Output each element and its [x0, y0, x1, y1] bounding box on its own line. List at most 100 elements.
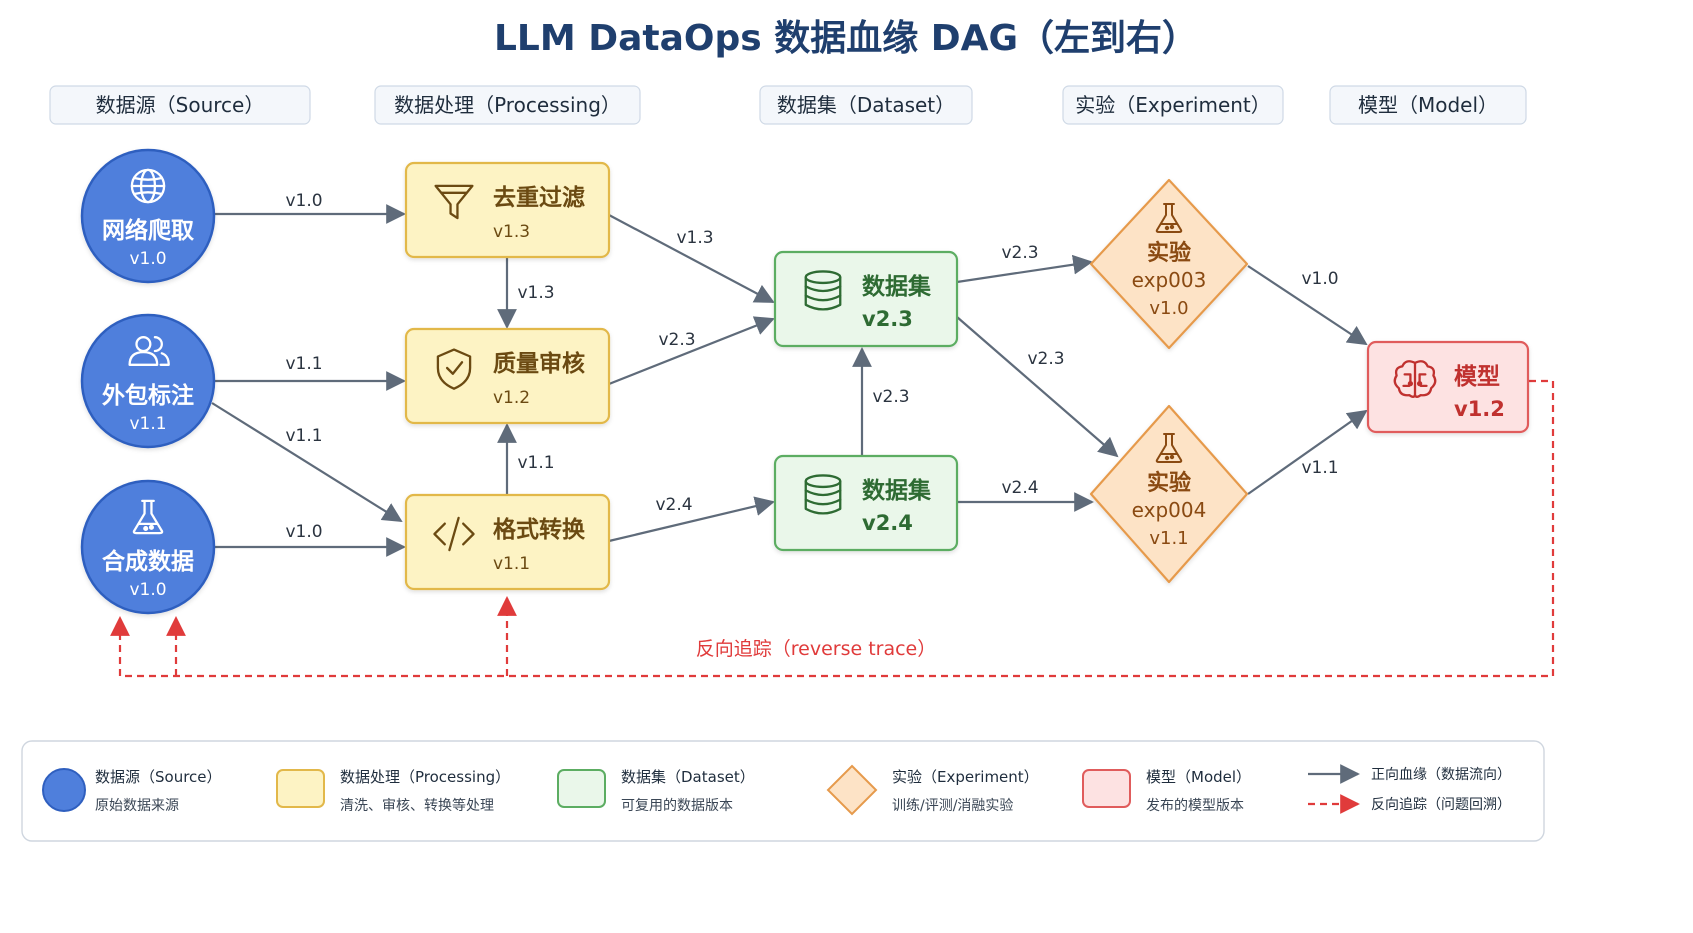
node-version: v1.1: [493, 554, 530, 574]
edge-label: v1.1: [285, 354, 322, 374]
node-version: v1.1: [129, 414, 166, 434]
code-icon: [433, 516, 475, 552]
edge-label: v2.3: [1027, 349, 1064, 369]
column-header-label: 数据集（Dataset）: [777, 93, 955, 117]
flask-icon: [132, 499, 164, 535]
edge-ds24-to-ds23: v2.3: [852, 347, 910, 455]
edge-label: v2.4: [1001, 478, 1038, 498]
legend-desc: 发布的模型版本: [1146, 798, 1244, 814]
model-node-box: [1366, 340, 1530, 434]
edge-label-to-qa: v1.1: [214, 354, 406, 391]
legend-swatch: [826, 764, 878, 816]
node-version: v1.0: [129, 249, 166, 269]
column-header-box: [1329, 85, 1527, 125]
column-header-source: 数据源（Source）: [49, 85, 311, 125]
database-icon: [804, 474, 842, 515]
reverse-trace-label: 反向追踪（reverse trace）: [696, 638, 937, 660]
legend-title: 数据源（Source）: [95, 768, 222, 786]
legend-swatch: [1082, 769, 1131, 808]
node-name: 网络爬取: [102, 217, 194, 244]
edge-label: v2.3: [658, 330, 695, 350]
edge-ds24-to-exp004: v2.4: [957, 478, 1094, 512]
page-title: LLM DataOps 数据血缘 DAG（左到右）: [494, 18, 1198, 59]
edge-line: [211, 402, 403, 523]
edge-label: v2.3: [872, 387, 909, 407]
dataset-node-box: [773, 454, 959, 552]
column-header-box: [374, 85, 641, 125]
legend-swatch: [42, 768, 86, 812]
edge-label: v1.0: [1301, 269, 1338, 289]
legend: 数据源（Source） 原始数据来源 数据处理（Processing） 清洗、审核、转…: [21, 740, 1545, 842]
edge-line: [1247, 409, 1368, 495]
experiment-node-diamond: [1089, 404, 1249, 584]
node-experiment-id: exp004: [1132, 498, 1207, 522]
legend-swatch: [557, 769, 606, 808]
column-header-box: [1062, 85, 1284, 125]
column-header-label: 数据处理（Processing）: [394, 93, 621, 117]
node-name: 格式转换: [493, 516, 586, 543]
node-name: 去重过滤: [493, 185, 585, 211]
node-label[interactable]: 外包标注 v1.1: [80, 313, 216, 449]
node-name: 数据集: [862, 273, 932, 300]
node-version: v1.0: [129, 580, 166, 600]
edge-label: v1.0: [285, 522, 322, 542]
dataset-node-box: [773, 250, 959, 348]
node-version: v1.1: [1149, 528, 1188, 549]
node-qa[interactable]: 质量审核 v1.2: [404, 327, 611, 425]
node-version: v1.0: [1149, 298, 1188, 319]
legend-desc: 可复用的数据版本: [621, 797, 733, 814]
node-version: v1.2: [493, 388, 530, 408]
column-header-label: 模型（Model）: [1358, 93, 1498, 117]
legend-item-dataset: 数据集（Dataset）可复用的数据版本: [557, 768, 755, 814]
edge-qa-to-ds23: v2.3: [608, 316, 775, 386]
node-crawl[interactable]: 网络爬取 v1.0: [80, 148, 216, 284]
column-header-label: 数据源（Source）: [96, 93, 265, 117]
globe-icon: [130, 168, 166, 204]
node-ds23[interactable]: 数据集 v2.3: [773, 250, 959, 348]
edge-exp004-to-model: v1.1: [1247, 409, 1368, 495]
edge-dedup-to-ds23: v1.3: [608, 214, 775, 303]
node-name: 合成数据: [102, 548, 194, 575]
column-header-model: 模型（Model）: [1329, 85, 1527, 125]
edge-layer: v1.0v1.1v1.1v1.0v1.3v1.1v1.3v2.3v2.4v2.3…: [211, 191, 1368, 557]
database-icon: [804, 270, 842, 311]
edge-label: v1.1: [517, 453, 554, 473]
edge-label: v1.3: [517, 283, 554, 303]
legend-title: 数据处理（Processing）: [340, 768, 510, 786]
node-name: 数据集: [862, 477, 932, 504]
edge-line: [608, 496, 775, 543]
legend-desc: 原始数据来源: [95, 798, 179, 814]
brain-icon: [1393, 360, 1437, 398]
legend-item-experiment: 实验（Experiment）训练/评测/消融实验: [826, 764, 1039, 816]
node-fmt[interactable]: 格式转换 v1.1: [404, 493, 611, 591]
edge-label: v2.3: [1001, 243, 1038, 263]
legend-line-label: 反向追踪（问题回溯）: [1371, 797, 1511, 813]
reverse-trace-main-line: [120, 379, 1555, 678]
legend-swatch: [276, 769, 325, 808]
legend-line-dashed: 反向追踪（问题回溯）: [1308, 794, 1511, 814]
flask-icon: [1155, 433, 1183, 463]
node-name: 质量审核: [493, 350, 585, 377]
node-synth[interactable]: 合成数据 v1.0: [80, 479, 216, 615]
node-name: 外包标注: [102, 382, 194, 409]
reverse-trace-layer: 反向追踪（reverse trace）: [110, 379, 1555, 678]
column-header-box: [49, 85, 311, 125]
node-version: v2.3: [862, 307, 913, 331]
edge-fmt-to-ds24: v2.4: [608, 495, 775, 543]
column-header-dataset: 数据集（Dataset）: [759, 85, 973, 125]
shield-check-icon: [436, 348, 472, 390]
edge-label-to-fmt: v1.1: [211, 402, 403, 523]
node-name: 模型: [1454, 364, 1500, 390]
column-header-processing: 数据处理（Processing）: [374, 85, 641, 125]
column-headers: 数据源（Source）数据处理（Processing）数据集（Dataset）实…: [49, 85, 1527, 125]
legend-desc: 清洗、审核、转换等处理: [340, 797, 494, 814]
edge-label: v2.4: [655, 495, 692, 515]
edge-label: v1.3: [676, 228, 713, 248]
